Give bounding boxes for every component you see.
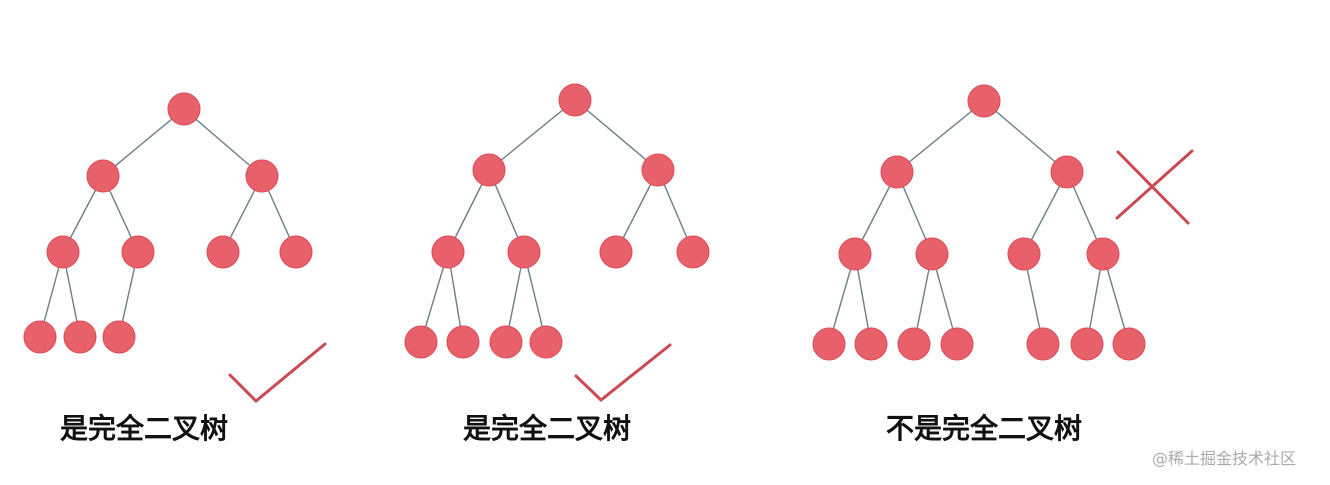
- tree-node: [1070, 327, 1104, 361]
- watermark: @稀土掘金技术社区: [1152, 449, 1297, 468]
- tree-node: [46, 235, 80, 269]
- tree-node: [1026, 327, 1060, 361]
- tree-1: [23, 92, 327, 404]
- tree-node: [446, 325, 480, 359]
- tree-node: [431, 235, 465, 269]
- tree-node: [23, 320, 57, 354]
- tree-node: [507, 235, 541, 269]
- tree-node: [167, 92, 201, 126]
- tree-edge: [896, 100, 985, 173]
- caption-tree-3: 不是完全二叉树: [886, 412, 1083, 445]
- tree-node: [121, 235, 155, 269]
- tree-node: [102, 320, 136, 354]
- tree-node: [472, 153, 506, 187]
- tree-node: [897, 327, 931, 361]
- tree-node: [404, 325, 438, 359]
- tree-node: [558, 83, 592, 117]
- check-mark-icon: [228, 342, 327, 404]
- tree-node: [967, 84, 1001, 118]
- tree-node: [1050, 155, 1084, 189]
- tree-node: [529, 325, 563, 359]
- tree-edge: [183, 108, 263, 177]
- tree-node: [489, 325, 523, 359]
- tree-node: [206, 235, 240, 269]
- tree-node: [245, 159, 279, 193]
- tree-node: [1007, 237, 1041, 271]
- tree-node: [599, 235, 633, 269]
- tree-node: [940, 327, 974, 361]
- caption-tree-2: 是完全二叉树: [463, 412, 632, 445]
- tree-node: [279, 235, 313, 269]
- tree-2: [404, 83, 710, 402]
- tree-node: [854, 327, 888, 361]
- cross-mark-icon: [1115, 149, 1194, 225]
- caption-tree-1: 是完全二叉树: [60, 412, 229, 445]
- tree-edge: [102, 108, 185, 177]
- tree-node: [86, 159, 120, 193]
- tree-node: [880, 155, 914, 189]
- tree-node: [63, 320, 97, 354]
- tree-node: [1112, 327, 1146, 361]
- tree-node: [676, 235, 710, 269]
- tree-node: [1086, 237, 1120, 271]
- tree-node: [812, 327, 846, 361]
- tree-edge: [574, 99, 659, 171]
- tree-node: [641, 153, 675, 187]
- tree-3: [812, 84, 1194, 361]
- tree-node: [838, 237, 872, 271]
- tree-edge: [488, 99, 576, 171]
- check-mark-icon: [574, 343, 672, 402]
- tree-edge: [983, 100, 1068, 173]
- tree-node: [915, 237, 949, 271]
